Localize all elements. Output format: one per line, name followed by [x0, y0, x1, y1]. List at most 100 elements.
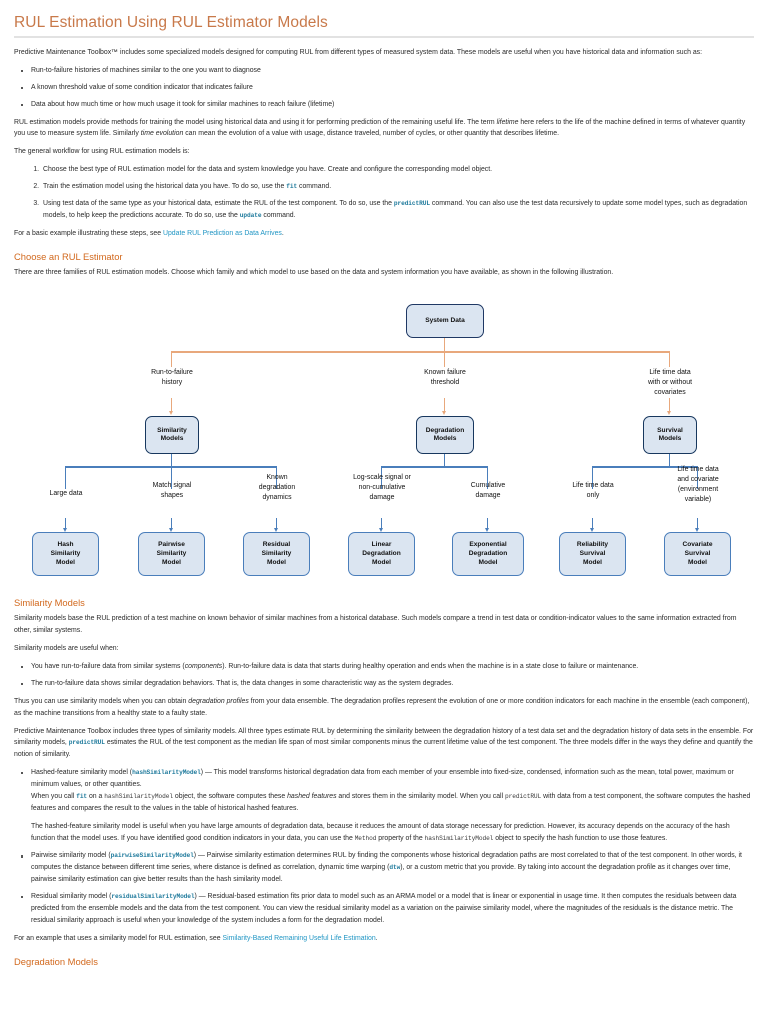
code-fit-2: fit: [76, 792, 88, 800]
diagram-node-residual-similarity-model[interactable]: Residual Similarity Model: [243, 532, 310, 577]
list-item: The run-to-failure data shows similar de…: [21, 678, 754, 690]
connector-degradation-drop-1: [381, 466, 383, 490]
connector-degradation-bus: [381, 466, 488, 468]
connector-similarity-stem: [171, 454, 173, 468]
emphasis-hashed-features: hashed features: [287, 792, 337, 800]
hashed-sub-paragraph-2: The hashed-feature similarity model is u…: [31, 822, 730, 842]
intro-paragraph: Predictive Maintenance Toolbox™ includes…: [14, 49, 703, 56]
connector-similarity-drop-1: [65, 466, 67, 490]
connector-orange-arrow-line-2: [444, 398, 446, 413]
arrow-to-pairwise-similarity-model: [169, 528, 173, 533]
connector-leaf-line-2: [171, 518, 173, 530]
arrow-to-exponential-degradation-model: [485, 528, 489, 533]
similarity-model-types-list: Hashed-feature similarity model (hashSim…: [14, 767, 754, 927]
list-item: A known threshold value of some conditio…: [21, 82, 754, 94]
connector-leaf-line-6: [592, 518, 594, 530]
rul-estimator-selection-diagram: System Data Run-to-failure history Known…: [14, 286, 754, 586]
connector-root-stem: [444, 338, 446, 353]
list-item: Run-to-failure histories of machines sim…: [21, 65, 754, 77]
connector-leaf-line-7: [697, 518, 699, 530]
connector-leaf-line-1: [65, 518, 67, 530]
choose-estimator-paragraph: There are three families of RUL estimati…: [14, 268, 614, 276]
connector-orange-drop-2: [444, 351, 446, 368]
code-predictrul: predictRUL: [393, 199, 430, 207]
connector-similarity-drop-2: [171, 466, 173, 490]
code-update: update: [239, 211, 262, 219]
three-types-paragraph: Predictive Maintenance Toolbox includes …: [14, 727, 754, 759]
diagram-node-survival-models[interactable]: Survival Models: [643, 416, 697, 455]
diagram-node-reliability-survival-model[interactable]: Reliability Survival Model: [559, 532, 626, 577]
diagram-node-similarity-models[interactable]: Similarity Models: [145, 416, 199, 455]
arrow-to-residual-similarity-model: [274, 528, 278, 533]
code-predictrul-3: predictRUL: [505, 792, 542, 800]
code-hashsimilaritymodel-2: hashSimilarityModel: [104, 792, 173, 800]
connector-orange-bus: [171, 351, 670, 353]
diagram-label-run-to-failure-history: Run-to-failure history: [151, 369, 193, 387]
connector-survival-bus: [592, 466, 697, 468]
diagram-node-system-data[interactable]: System Data: [406, 304, 484, 339]
code-predictrul-2: predictRUL: [68, 739, 105, 747]
link-update-rul-prediction[interactable]: Update RUL Prediction as Data Arrives: [163, 229, 282, 237]
diagram-node-pairwise-similarity-model[interactable]: Pairwise Similarity Model: [138, 532, 205, 577]
code-hashsimilaritymodel: hashSimilarityModel: [132, 769, 201, 777]
diagram-node-linear-degradation-model[interactable]: Linear Degradation Model: [348, 532, 415, 577]
connector-survival-drop-2: [697, 466, 699, 490]
similarity-useful-lead: Similarity models are useful when:: [14, 645, 119, 653]
diagram-label-lifetime-and-covariate: Life time data and covariate (environmen…: [677, 466, 719, 503]
similarity-intro-paragraph: Similarity models base the RUL predictio…: [14, 615, 737, 635]
code-method-property: Method: [354, 834, 377, 842]
connector-similarity-drop-3: [276, 466, 278, 490]
list-item: Choose the best type of RUL estimation m…: [41, 164, 754, 176]
emphasis-components: components: [184, 663, 223, 670]
title-divider: [14, 36, 754, 38]
document-page: RUL Estimation Using RUL Estimator Model…: [0, 0, 768, 967]
list-item: Hashed-feature similarity model (hashSim…: [21, 767, 754, 844]
connector-orange-arrow-line-1: [171, 398, 173, 413]
code-residualsimilaritymodel: residualSimilarityModel: [111, 893, 195, 900]
code-pairwisesimilaritymodel: pairwiseSimilarityModel: [110, 852, 194, 860]
code-dtw: dtw: [389, 864, 401, 872]
similarity-useful-bullets: You have run-to-failure data from simila…: [14, 661, 754, 690]
hashed-sub-paragraph-1: When you call fit on a hashSimilarityMod…: [31, 792, 751, 812]
link-similarity-based-rul-estimation[interactable]: Similarity-Based Remaining Useful Life E…: [222, 934, 376, 942]
code-fit: fit: [286, 183, 298, 190]
workflow-lead: The general workflow for using RUL estim…: [14, 148, 190, 156]
diagram-label-match-signal-shapes: Match signal shapes: [152, 482, 192, 500]
arrow-to-similarity-models: [169, 411, 173, 416]
diagram-node-hash-similarity-model[interactable]: Hash Similarity Model: [32, 532, 99, 577]
list-item: Residual similarity model (residualSimil…: [21, 891, 754, 927]
page-title: RUL Estimation Using RUL Estimator Model…: [14, 14, 328, 31]
diagram-label-cumulative-damage: Cumulative damage: [470, 482, 506, 500]
list-item: Data about how much time or how much usa…: [21, 99, 754, 111]
connector-leaf-line-4: [381, 518, 383, 530]
heading-degradation-models: Degradation Models: [14, 955, 98, 967]
similarity-example-paragraph: For an example that uses a similarity mo…: [14, 934, 378, 942]
diagram-label-lifetime-data-only: Life time data only: [572, 482, 614, 500]
arrow-to-linear-degradation-model: [379, 528, 383, 533]
connector-orange-drop-3: [669, 351, 671, 368]
diagram-label-known-degradation-dynamics: Known degradation dynamics: [258, 474, 296, 501]
arrow-to-covariate-survival-model: [695, 528, 699, 533]
emphasis-lifetime: lifetime: [496, 118, 519, 126]
arrow-to-reliability-survival-model: [590, 528, 594, 533]
diagram-node-exponential-degradation-model[interactable]: Exponential Degradation Model: [452, 532, 524, 577]
emphasis-degradation-profiles: degradation profiles: [188, 697, 249, 705]
connector-orange-drop-1: [171, 351, 173, 368]
diagram-label-known-failure-threshold: Known failure threshold: [424, 369, 466, 387]
heading-similarity-models: Similarity Models: [14, 597, 85, 609]
diagram-node-degradation-models[interactable]: Degradation Models: [416, 416, 474, 455]
diagram-label-log-scale-signal: Log-scale signal or non-cumulative damag…: [353, 474, 411, 501]
arrow-to-survival-models: [667, 411, 671, 416]
code-hashsimilaritymodel-3: hashSimilarityModel: [424, 834, 494, 842]
diagram-label-large-data: Large data: [49, 490, 83, 498]
diagram-node-covariate-survival-model[interactable]: Covariate Survival Model: [664, 532, 731, 577]
connector-survival-drop-1: [592, 466, 594, 490]
connector-leaf-line-5: [487, 518, 489, 530]
connector-degradation-drop-2: [487, 466, 489, 490]
emphasis-time-evolution: time evolution: [140, 130, 184, 138]
list-item: Train the estimation model using the his…: [41, 181, 754, 193]
diagram-label-lifetime-data-covariates: Life time data with or without covariate…: [647, 369, 693, 396]
arrow-to-hash-similarity-model: [63, 528, 67, 533]
basic-example-paragraph: For a basic example illustrating these s…: [14, 229, 284, 237]
connector-degradation-stem: [444, 454, 446, 468]
